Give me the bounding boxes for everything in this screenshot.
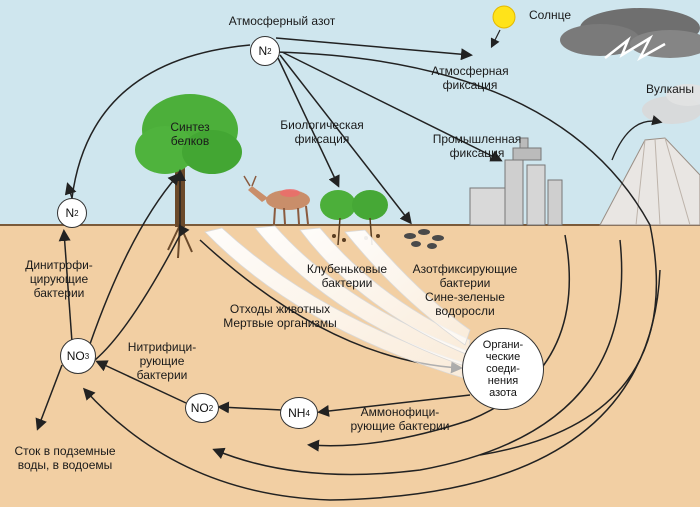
sun-icon: [492, 5, 516, 29]
shrub-icon: [320, 190, 388, 246]
ammonifying-bacteria-label: Аммонофици- рующие бактерии: [350, 405, 450, 433]
atmospheric-nitrogen-label: Атмосферный азот: [228, 14, 336, 28]
runoff-label: Сток в подземные воды, в водоемы: [14, 444, 116, 472]
nodule-bacteria-label: Клубеньковые бактерии: [306, 262, 388, 290]
atmospheric-fixation-label: Атмосферная фиксация: [431, 64, 509, 92]
organic-nitrogen-node: Органи- ческие соеди- нения азота: [462, 328, 544, 410]
nitrifying-bacteria-label: Нитрифици- рующие бактерии: [127, 340, 197, 382]
factory-icon: [469, 137, 563, 226]
biological-fixation-label: Биологическая фиксация: [280, 118, 364, 146]
industrial-fixation-label: Промышленная фиксация: [432, 132, 522, 160]
protein-synthesis-label: Синтез белков: [170, 120, 210, 148]
sun-label: Солнце: [528, 8, 572, 22]
animal-waste-label: Отходы животных Мертвые организмы: [223, 302, 337, 330]
volcanoes-label: Вулканы: [645, 82, 695, 96]
deer-icon: [243, 175, 310, 225]
bacteria-icon: [404, 229, 444, 249]
denitrifying-bacteria-label: Динитрофи- цирующие бактерии: [25, 258, 93, 300]
nitrogen-fixing-bacteria-label: Азотфиксирующие бактерии Сине-зеленые во…: [412, 262, 518, 318]
storm-cloud-icon: [560, 8, 700, 62]
